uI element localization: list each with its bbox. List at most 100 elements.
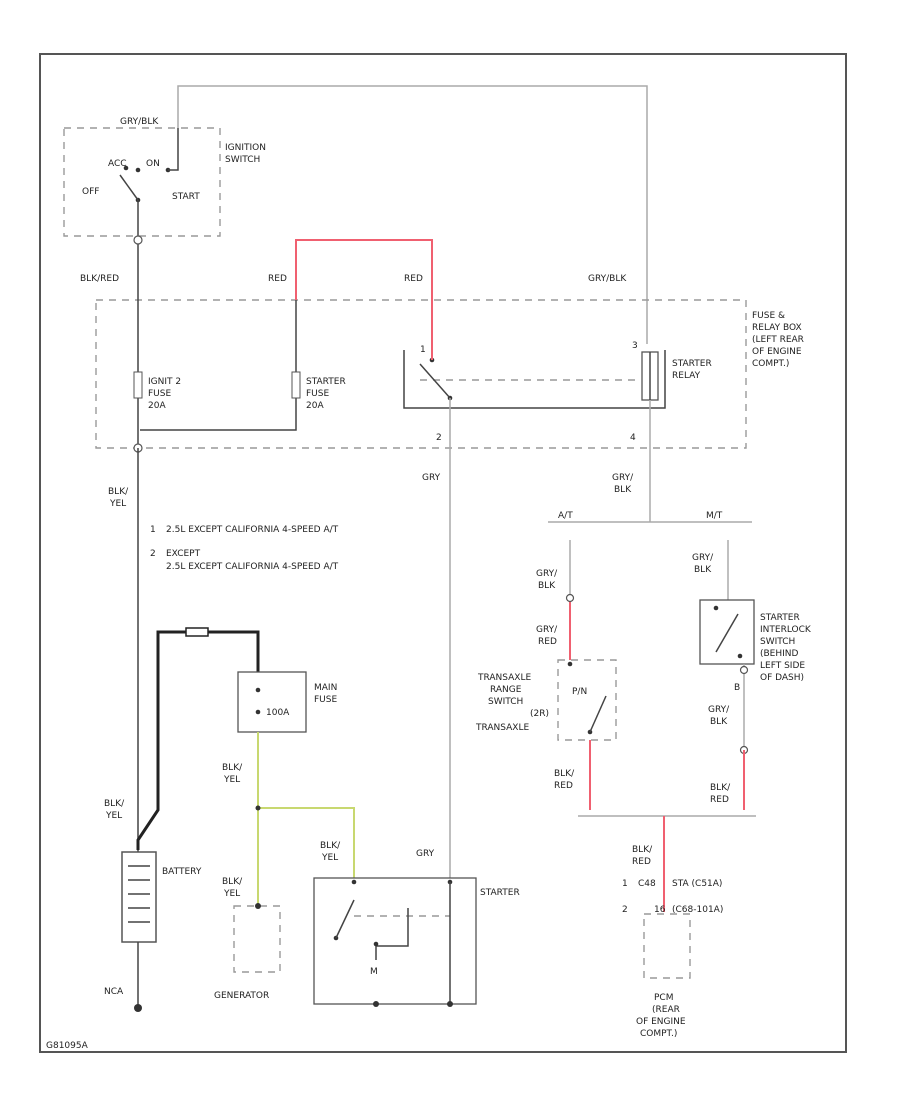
wire-label-red-2: RED <box>404 274 423 284</box>
notes: 1 2.5L EXCEPT CALIFORNIA 4-SPEED A/T 2 E… <box>150 525 339 572</box>
split-label-mt: M/T <box>706 511 723 521</box>
pcm-r2-b: (C68-101A) <box>672 905 723 915</box>
trans-wire-b-2: RED <box>538 637 557 647</box>
ignition-pos-on: ON <box>146 159 160 169</box>
main-fuse-rating: 100A <box>266 708 290 718</box>
note-1-num: 1 <box>150 525 156 535</box>
wire-label-blk-yel-gen-1: BLK/ <box>222 877 243 887</box>
ignition-pos-start: START <box>172 192 200 202</box>
trans-label-5: TRANSAXLE <box>475 723 529 733</box>
trans-wire-b-1: GRY/ <box>536 625 558 635</box>
fuse-box-label-5: COMPT.) <box>752 359 789 369</box>
wire-label-gry-blk-right-1: GRY/ <box>612 473 634 483</box>
trans-wire-c-1: BLK/ <box>554 769 575 779</box>
ign-fuse-label-3: 20A <box>148 401 166 411</box>
interlock-label-5: LEFT SIDE <box>760 661 805 671</box>
relay-pin-1: 1 <box>420 345 426 355</box>
fuse-box-label-3: (LEFT REAR <box>752 335 804 345</box>
pcm-r2-num: 2 <box>622 905 628 915</box>
main-fuse-label-1: MAIN <box>314 683 337 693</box>
interlock-label-2: INTERLOCK <box>760 625 812 635</box>
split-label-at: A/T <box>558 511 573 521</box>
wire-label-blk-yel-starter-1: BLK/ <box>320 841 341 851</box>
pcm-label-3: OF ENGINE <box>636 1017 686 1027</box>
trans-wire-c-2: RED <box>554 781 573 791</box>
wire-label-gry-blk: GRY/BLK <box>588 274 627 284</box>
starter: M STARTER <box>313 877 520 1007</box>
interlock-wire-a-1: GRY/ <box>692 553 714 563</box>
fuse-box-label-4: OF ENGINE <box>752 347 802 357</box>
interlock-wire-c-1: BLK/ <box>710 783 731 793</box>
ignition-wire-top-label: GRY/BLK <box>120 117 159 127</box>
interlock-pin: B <box>734 683 740 693</box>
pcm-wire-1: BLK/ <box>632 845 653 855</box>
starter-fuse-label-2: FUSE <box>306 389 329 399</box>
starter-fuse-label-1: STARTER <box>306 377 346 387</box>
wire-label-blk-yel-batt-1: BLK/ <box>104 799 125 809</box>
wire-label-red-1: RED <box>268 274 287 284</box>
ignition-switch-label-1: IGNITION <box>225 143 266 153</box>
main-fuse: 100A MAIN FUSE <box>237 671 337 733</box>
starter-fuse-label-3: 20A <box>306 401 324 411</box>
pcm-label-4: COMPT.) <box>640 1029 677 1039</box>
wire-label-blk-yel-top-2: YEL <box>109 499 126 509</box>
interlock-label-4: (BEHIND <box>760 649 799 659</box>
interlock-wire-a-2: BLK <box>694 565 712 575</box>
trans-label-2: RANGE <box>490 685 522 695</box>
pcm-label-1: PCM <box>654 993 673 1003</box>
starter-relay-label-2: RELAY <box>672 371 701 381</box>
trans-wire-a-1: GRY/ <box>536 569 558 579</box>
gry-blk-top-wire <box>177 85 648 344</box>
wire-label-blk-yel-starter-2: YEL <box>321 853 338 863</box>
figure-code: G81095A <box>46 1041 89 1051</box>
starter-interlock-switch: GRY/ BLK STARTER INTERLOCK SWITCH (BEHIN… <box>692 540 812 810</box>
wire-label-blk-yel-gen-2: YEL <box>223 889 240 899</box>
trans-label-4: (2R) <box>530 709 549 719</box>
starter-m-label: M <box>370 967 378 977</box>
wire-label-gry-mid: GRY <box>422 473 441 483</box>
main-fuse-label-2: FUSE <box>314 695 337 705</box>
ignition-switch-label-2: SWITCH <box>225 155 260 165</box>
wire-label-blk-red: BLK/RED <box>80 274 119 284</box>
fuse-box-label-1: FUSE & <box>752 311 785 321</box>
trans-wire-a-2: BLK <box>538 581 556 591</box>
pcm-label-2: (REAR <box>652 1005 680 1015</box>
interlock-label-6: OF DASH) <box>760 673 804 683</box>
blk-yel-wire-starter <box>258 807 355 878</box>
pcm-r2-a: 16 <box>654 905 666 915</box>
wire-label-blk-yel-top-1: BLK/ <box>108 487 129 497</box>
transaxle-range-switch: GRY/ BLK GRY/ RED P/N TRANSAXLE RANGE SW… <box>475 540 617 810</box>
battery-label: BATTERY <box>162 867 202 877</box>
generator: GENERATOR <box>214 903 281 1001</box>
red-wire-top <box>295 239 433 360</box>
generator-label: GENERATOR <box>214 991 269 1001</box>
starter-relay-label-1: STARTER <box>672 359 712 369</box>
pcm-r1-num: 1 <box>622 879 628 889</box>
ignition-switch: IGNITION SWITCH GRY/BLK ACC ON OFF START <box>63 117 266 237</box>
interlock-wire-b-2: BLK <box>710 717 728 727</box>
trans-label-3: SWITCH <box>488 697 523 707</box>
pcm-r1-a: C48 <box>638 879 656 889</box>
wire-label-gry-starter: GRY <box>416 849 435 859</box>
starter-label: STARTER <box>480 888 520 898</box>
trans-label-1: TRANSAXLE <box>477 673 531 683</box>
wire-label-blk-yel-fuse-2: YEL <box>223 775 240 785</box>
wire-label-gry-blk-right-2: BLK <box>614 485 632 495</box>
pcm: BLK/ RED 1 C48 STA (C51A) 2 16 (C68-101A… <box>622 845 723 1039</box>
ign-fuse-label-1: IGNIT 2 <box>148 377 181 387</box>
interlock-label-3: SWITCH <box>760 637 795 647</box>
diagram-frame <box>39 53 847 1053</box>
note-2-text-a: EXCEPT <box>166 549 201 559</box>
pcm-r1-b: STA (C51A) <box>672 879 722 889</box>
note-2-num: 2 <box>150 549 156 559</box>
battery: BATTERY NCA <box>104 851 202 1012</box>
battery-ground-label: NCA <box>104 987 124 997</box>
ignition-pos-acc: ACC <box>108 159 127 169</box>
fuse-box-label-2: RELAY BOX <box>752 323 802 333</box>
interlock-label-1: STARTER <box>760 613 800 623</box>
note-1-text: 2.5L EXCEPT CALIFORNIA 4-SPEED A/T <box>166 525 339 535</box>
trans-pn: P/N <box>572 687 587 697</box>
relay-pin-3: 3 <box>632 341 638 351</box>
ign-fuse-label-2: FUSE <box>148 389 171 399</box>
